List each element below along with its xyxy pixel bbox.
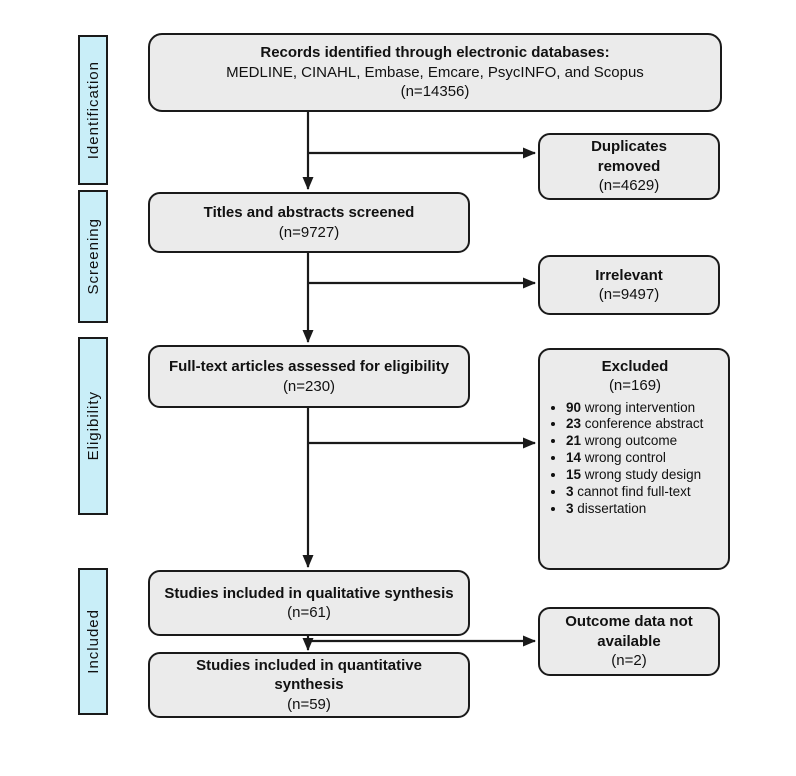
irrelevant-box: Irrelevant (n=9497) [538,255,720,315]
stage-screening-label: Screening [84,218,102,295]
stage-identification: Identification [78,35,108,185]
stage-eligibility-label: Eligibility [84,391,102,461]
excluded-reason-item: 15 wrong study design [566,467,724,483]
outcome-na-count: (n=2) [611,652,647,670]
excluded-reason-item: 21 wrong outcome [566,433,724,449]
stage-identification-label: Identification [84,60,102,160]
excluded-reason-item: 3 cannot find full-text [566,484,724,500]
fulltext-count: (n=230) [282,377,336,395]
records-identified-box: Records identified through electronic da… [148,33,722,112]
titles-screened-count: (n=9727) [278,223,340,241]
stage-eligibility: Eligibility [78,337,108,515]
stage-included-label: Included [84,609,102,674]
qualitative-count: (n=61) [287,604,331,621]
quantitative-title: Studies included in quantitative synthes… [196,656,422,694]
stage-screening: Screening [78,190,108,323]
fulltext-assessed-box: Full-text articles assessed for eligibil… [148,345,470,408]
duplicates-removed-box: Duplicates removed (n=4629) [538,133,720,200]
outcome-na-title: Outcome data not available [565,613,693,650]
records-count: (n=14356) [400,83,470,101]
records-title: Records identified through electronic da… [260,44,610,62]
excluded-box: Excluded (n=169) 90 wrong intervention 2… [538,348,730,570]
titles-screened-box: Titles and abstracts screened (n=9727) [148,192,470,253]
excluded-reasons-list: 90 wrong intervention 23 conference abst… [546,400,724,518]
duplicates-count: (n=4629) [598,177,660,195]
excluded-title: Excluded [601,358,669,375]
excluded-count: (n=169) [608,376,662,394]
titles-screened-title: Titles and abstracts screened [203,204,415,221]
duplicates-title: Duplicates removed [591,138,667,175]
excluded-reason-item: 23 conference abstract [566,416,724,432]
qualitative-title: Studies included in qualitative synthesi… [164,584,454,602]
quantitative-synthesis-box: Studies included in quantitative synthes… [148,652,470,718]
excluded-reason-item: 14 wrong control [566,450,724,466]
irrelevant-count: (n=9497) [598,286,660,303]
fulltext-title: Full-text articles assessed for eligibil… [168,358,450,375]
excluded-reason-item: 3 dissertation [566,501,724,517]
irrelevant-title: Irrelevant [595,266,663,284]
records-subtitle: MEDLINE, CINAHL, Embase, Emcare, PsycINF… [226,63,644,81]
excluded-reason-item: 90 wrong intervention [566,400,724,416]
stage-included: Included [78,568,108,715]
quantitative-count: (n=59) [287,695,331,713]
qualitative-synthesis-box: Studies included in qualitative synthesi… [148,570,470,636]
outcome-not-available-box: Outcome data not available (n=2) [538,607,720,676]
